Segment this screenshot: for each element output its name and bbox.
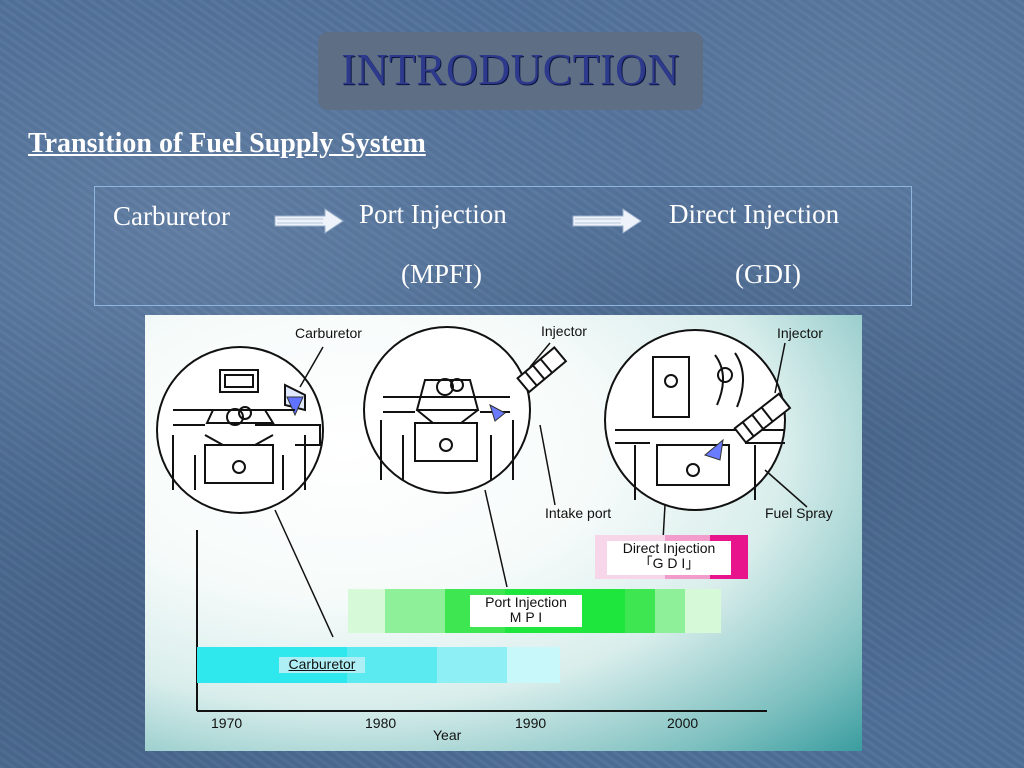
carburetor-bar-label: Carburetor [279,657,365,673]
fuel-system-evolution-figure: Carburetor Injector Injector Intake port… [145,315,862,751]
right-arrow-icon [274,208,344,234]
gdi-label-line2: 「G D I」 [638,555,700,571]
callout-injector-mpi: Injector [541,323,587,339]
mpi-bar-label: Port Injection M P I [470,595,582,627]
gdi-bar-label: Direct Injection 「G D I」 [607,541,731,575]
carburetor-era-bar [197,647,560,683]
transition-flow-box: Carburetor Port Injection (MPFI) Direct … [94,186,912,306]
callout-leader-lines [274,342,808,638]
callout-fuel-spray: Fuel Spray [765,505,833,521]
axis-tick-1990: 1990 [515,715,547,731]
flow-step-direct-injection: Direct Injection [669,199,840,229]
flow-step-carburetor: Carburetor [113,201,230,231]
axis-tick-1970: 1970 [211,715,243,731]
axis-tick-1980: 1980 [365,715,397,731]
port-injection-engine-illustration [363,326,568,494]
mpi-label-line2: M P I [509,609,543,625]
axis-label-year: Year [433,727,462,743]
right-arrow-icon [572,208,642,234]
gdi-label-line1: Direct Injection [622,540,716,556]
flow-step-gdi: (GDI) [735,259,801,289]
direct-injection-engine-illustration [604,329,792,511]
callout-injector-gdi: Injector [777,325,823,341]
engine-diagram-artwork [156,326,808,712]
callout-intake-port: Intake port [545,505,612,521]
title-banner: INTRODUCTION [318,32,703,110]
mpi-label-line1: Port Injection [485,594,567,610]
flow-step-port-injection: Port Injection [359,199,507,229]
axis-tick-2000: 2000 [667,715,699,731]
section-subtitle: Transition of Fuel Supply System [28,128,426,159]
carburetor-engine-illustration [156,346,324,514]
callout-carburetor: Carburetor [295,325,362,341]
flow-step-mpfi: (MPFI) [401,259,483,289]
page-title: INTRODUCTION [341,45,680,94]
